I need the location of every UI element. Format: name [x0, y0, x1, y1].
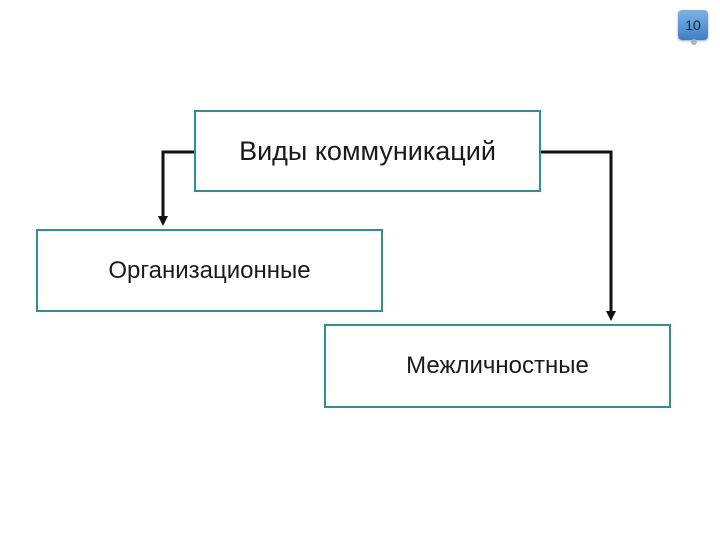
page-badge-dot [691, 39, 697, 45]
root-node: Виды коммуникаций [194, 110, 541, 192]
connector-root-to-interpersonal [541, 150, 616, 321]
child-node-interpersonal-label: Межличностные [406, 352, 589, 379]
page-number-badge: 10 [678, 10, 708, 40]
root-node-label: Виды коммуникаций [239, 135, 496, 166]
child-node-interpersonal: Межличностные [324, 324, 671, 408]
child-node-organizational: Организационные [36, 229, 383, 312]
page-number: 10 [685, 17, 701, 33]
child-node-organizational-label: Организационные [108, 256, 311, 284]
connector-root-to-organizational [158, 150, 194, 226]
